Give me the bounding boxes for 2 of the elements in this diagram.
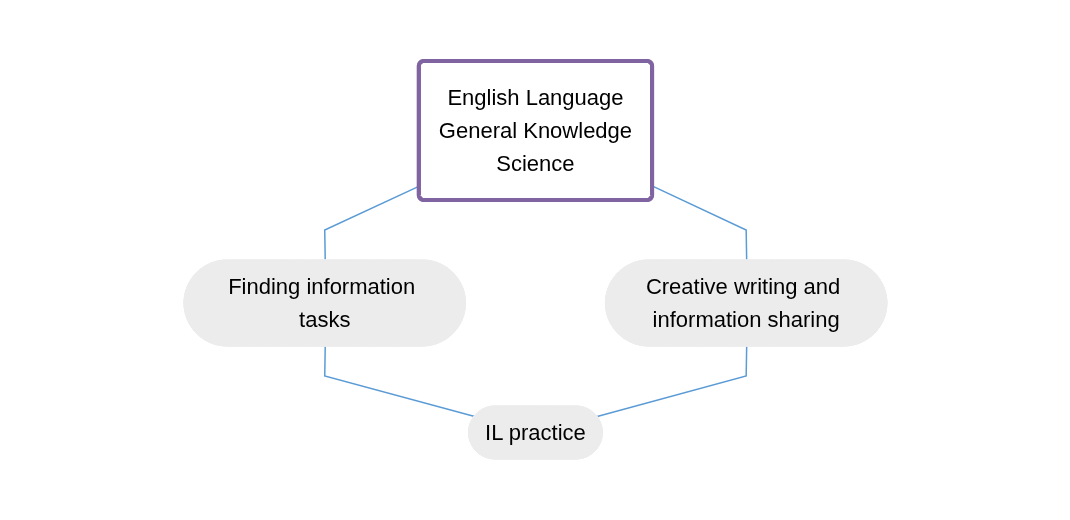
connector	[323, 345, 475, 418]
connector	[596, 345, 747, 418]
